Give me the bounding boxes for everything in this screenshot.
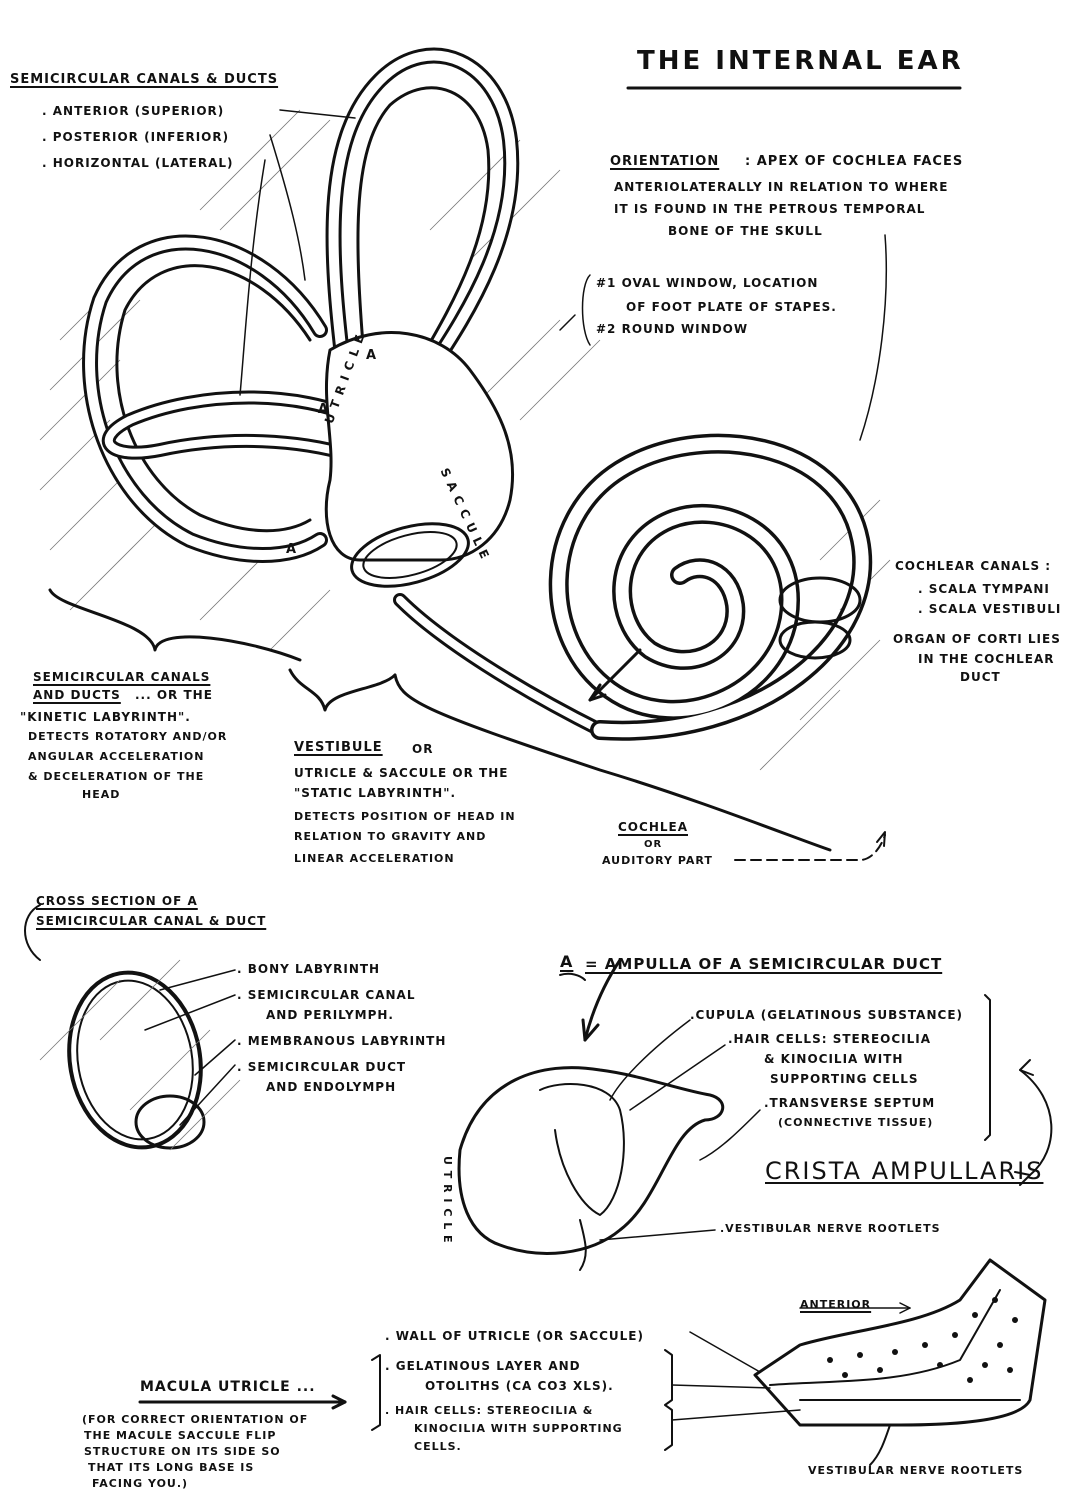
kinetic-title-1: Semicircular canals bbox=[33, 668, 210, 686]
ampulla-marker-2: A bbox=[318, 400, 329, 419]
vestibule-or: or bbox=[412, 740, 433, 758]
macula-note-4: that its long base is bbox=[88, 1460, 254, 1475]
ampulla-title: = Ampulla of a semicircular duct bbox=[585, 955, 942, 974]
ampulla-nerve: .Vestibular nerve rootlets bbox=[720, 1220, 941, 1238]
cross-duct: . Semicircular duct bbox=[237, 1058, 406, 1076]
vestibule-line-3: Detects position of head in bbox=[294, 808, 516, 826]
orientation-line-4: bone of the skull bbox=[668, 222, 823, 240]
macula-note-5: facing you.) bbox=[92, 1476, 188, 1491]
canal-posterior: . Posterior (inferior) bbox=[42, 128, 229, 146]
kinetic-line-3: Detects rotatory and/or bbox=[28, 728, 227, 746]
vestibule-line-4: relation to gravity and bbox=[294, 828, 486, 846]
vestibule-line-1: Utricle & Saccule or the bbox=[294, 764, 508, 782]
cross-membranous: . Membranous labyrinth bbox=[237, 1032, 446, 1050]
macula-nerve: Vestibular nerve rootlets bbox=[808, 1462, 1023, 1480]
canal-anterior: . Anterior (superior) bbox=[42, 102, 224, 120]
cross-bony: . Bony labyrinth bbox=[237, 960, 380, 978]
crista-ampullaris: Crista Ampullaris bbox=[765, 1162, 1043, 1181]
macula-title: Macula Utricle ... bbox=[140, 1378, 316, 1397]
kinetic-line-6: head bbox=[82, 786, 120, 804]
orientation-line-3: it is found in the petrous temporal bbox=[614, 200, 925, 218]
cross-canal: . Semicircular canal bbox=[237, 986, 415, 1004]
vestibule-title: Vestibule bbox=[294, 738, 383, 757]
cross-section-title-1: Cross section of a bbox=[36, 892, 198, 910]
kinetic-title-2: and ducts bbox=[33, 686, 121, 704]
connective-label: (connective tissue) bbox=[778, 1114, 933, 1132]
supporting-label: supporting cells bbox=[770, 1070, 919, 1088]
kinocilia-label: & kinocilia with bbox=[764, 1050, 903, 1068]
canal-horizontal: . Horizontal (lateral) bbox=[42, 154, 234, 172]
macula-cells: cells. bbox=[414, 1438, 462, 1456]
kinetic-line-2: "kinetic labyrinth". bbox=[20, 708, 191, 726]
macula-kinocilia: kinocilia with supporting bbox=[414, 1420, 623, 1438]
orientation-leader bbox=[860, 235, 886, 440]
cross-section-title-2: semicircular canal & duct bbox=[36, 912, 266, 930]
orientation-label: Orientation bbox=[610, 152, 719, 171]
vestibule-line-2: "static labyrinth". bbox=[294, 784, 456, 802]
orientation-line-1: : Apex of cochlea faces bbox=[745, 152, 963, 171]
scala-tympani: . Scala tympani bbox=[918, 580, 1050, 598]
ampulla-marker-3: A bbox=[286, 540, 297, 559]
orientation-line-2: anteriolaterally in relation to where bbox=[614, 178, 949, 196]
page-title: The Internal Ear bbox=[637, 52, 964, 71]
ampulla-key: A bbox=[560, 952, 573, 971]
macula-note-3: structure on its side so bbox=[84, 1444, 281, 1459]
cross-section-figure bbox=[25, 905, 235, 1158]
kinetic-line-5: & deceleration of the bbox=[28, 768, 204, 786]
macula-hair: . Hair cells: stereocilia & bbox=[385, 1402, 593, 1420]
cross-perilymph: and perilymph. bbox=[266, 1006, 394, 1024]
macula-otoliths: otoliths (Ca CO3 xls). bbox=[425, 1377, 614, 1395]
window-bracket bbox=[560, 275, 590, 345]
macula-gel: . Gelatinous layer and bbox=[385, 1357, 581, 1375]
window-oval: #1 Oval window, location bbox=[596, 274, 818, 292]
corti-line-3: duct bbox=[960, 668, 1001, 686]
cochlea-title: Cochlea bbox=[618, 818, 688, 836]
ampulla-utricle: U T R I C L E bbox=[438, 1156, 456, 1244]
cochlea-spiral bbox=[559, 444, 862, 731]
cross-endolymph: and endolymph bbox=[266, 1078, 396, 1096]
macula-note-1: (For correct orientation of bbox=[82, 1412, 308, 1427]
cochlea-auditory: auditory part bbox=[602, 852, 713, 870]
ampulla-marker-1: A bbox=[366, 346, 377, 365]
macula-anterior: Anterior bbox=[800, 1296, 871, 1314]
window-round: #2 Round window bbox=[596, 320, 748, 338]
corti-line-1: Organ of Corti lies bbox=[893, 630, 1061, 648]
anterior-canal bbox=[334, 56, 512, 380]
corti-line-2: in the cochlear bbox=[918, 650, 1055, 668]
septum-label: .Transverse septum bbox=[764, 1094, 935, 1112]
window-oval-2: of foot plate of stapes. bbox=[626, 298, 837, 316]
vestibule-line-5: linear acceleration bbox=[294, 850, 455, 868]
semicircular-header: Semicircular canals & ducts bbox=[10, 70, 278, 89]
kinetic-line-1: ... or the bbox=[135, 686, 213, 704]
cochlear-canals-header: Cochlear canals : bbox=[895, 557, 1051, 575]
hair-cells-label: .Hair cells: stereocilia bbox=[728, 1030, 931, 1048]
macula-wall: . Wall of utricle (or saccule) bbox=[385, 1327, 644, 1345]
macula-note-2: the macule saccule flip bbox=[84, 1428, 276, 1443]
cupula-label: .Cupula (gelatinous substance) bbox=[690, 1006, 963, 1024]
scala-vestibuli: . Scala vestibuli bbox=[918, 600, 1061, 618]
kinetic-line-4: angular acceleration bbox=[28, 748, 204, 766]
